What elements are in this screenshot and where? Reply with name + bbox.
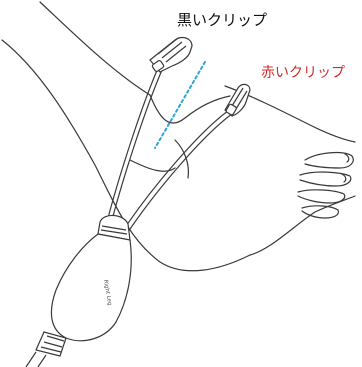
red-clip-label: 赤いクリップ xyxy=(261,65,345,81)
cables xyxy=(107,67,237,236)
black-clip-icon xyxy=(149,36,193,73)
guide-dotted-line xyxy=(154,61,206,149)
device-handle xyxy=(25,214,132,367)
handle-text: Right Leg xyxy=(102,279,112,306)
black-clip-label: 黒いクリップ xyxy=(177,11,268,29)
red-clip-icon xyxy=(224,83,251,117)
